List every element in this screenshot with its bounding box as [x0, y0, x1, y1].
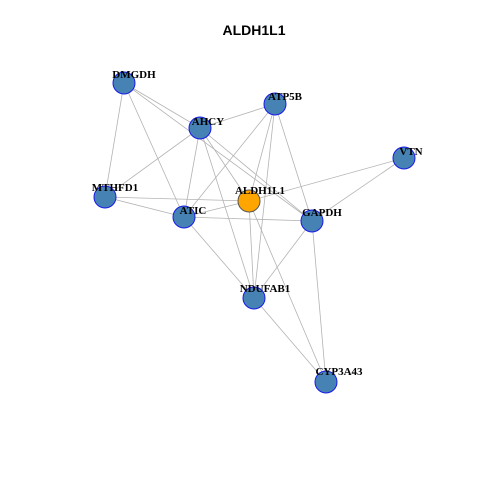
node-dmgdh	[112, 71, 136, 95]
node-label-mthfd1: MTHFD1	[92, 182, 138, 194]
edge-atic-gapdh	[183, 216, 313, 222]
node-label-ahcy: AHCY	[192, 116, 224, 128]
edge-ahcy-atic	[183, 127, 201, 218]
edge-vtn-gapdh	[311, 157, 405, 222]
node-label-cyp3a43: CYP3A43	[315, 366, 363, 378]
node-label-vtn: VTN	[399, 146, 422, 158]
edge-atp5b-gapdh	[274, 103, 313, 222]
node-label-atic: ATIC	[180, 205, 207, 217]
edge-ahcy-aldh1l1	[199, 127, 250, 202]
edge-layer	[104, 82, 405, 383]
node-atic	[172, 205, 196, 229]
edge-ahcy-ndufab1	[199, 127, 255, 299]
edge-dmgdh-mthfd1	[104, 82, 125, 198]
node-ndufab1	[242, 286, 266, 310]
edge-atp5b-atic	[183, 103, 276, 218]
edge-aldh1l1-cyp3a43	[248, 200, 327, 383]
edge-ahcy-mthfd1	[104, 127, 201, 198]
node-vtn	[392, 146, 416, 170]
edge-dmgdh-gapdh	[123, 82, 313, 222]
edge-atp5b-aldh1l1	[248, 103, 276, 202]
node-ahcy	[188, 116, 212, 140]
edge-atp5b-ahcy	[199, 103, 276, 129]
edge-gapdh-cyp3a43	[311, 220, 327, 383]
node-gapdh	[300, 209, 324, 233]
node-label-atp5b: ATP5B	[268, 91, 303, 103]
edge-aldh1l1-vtn	[248, 157, 405, 202]
edge-gapdh-ndufab1	[253, 220, 313, 299]
node-label-dmgdh: DMGDH	[112, 69, 156, 81]
diagram-title: ALDH1L1	[222, 22, 285, 38]
node-mthfd1	[93, 185, 117, 209]
edge-atic-ndufab1	[183, 216, 255, 299]
edge-aldh1l1-ndufab1	[248, 200, 255, 299]
node-layer	[93, 71, 416, 394]
edge-ndufab1-cyp3a43	[253, 297, 327, 383]
node-label-aldh1l1: ALDH1L1	[235, 185, 285, 197]
edge-mthfd1-aldh1l1	[104, 196, 250, 202]
edge-atp5b-ndufab1	[253, 103, 276, 299]
edge-mthfd1-atic	[104, 196, 185, 218]
edge-dmgdh-atic	[123, 82, 185, 218]
edge-dmgdh-ahcy	[123, 82, 201, 129]
node-cyp3a43	[314, 370, 338, 394]
node-label-ndufab1: NDUFAB1	[240, 283, 291, 295]
node-aldh1l1	[237, 189, 261, 213]
node-atp5b	[263, 92, 287, 116]
node-label-gapdh: GAPDH	[302, 207, 342, 219]
